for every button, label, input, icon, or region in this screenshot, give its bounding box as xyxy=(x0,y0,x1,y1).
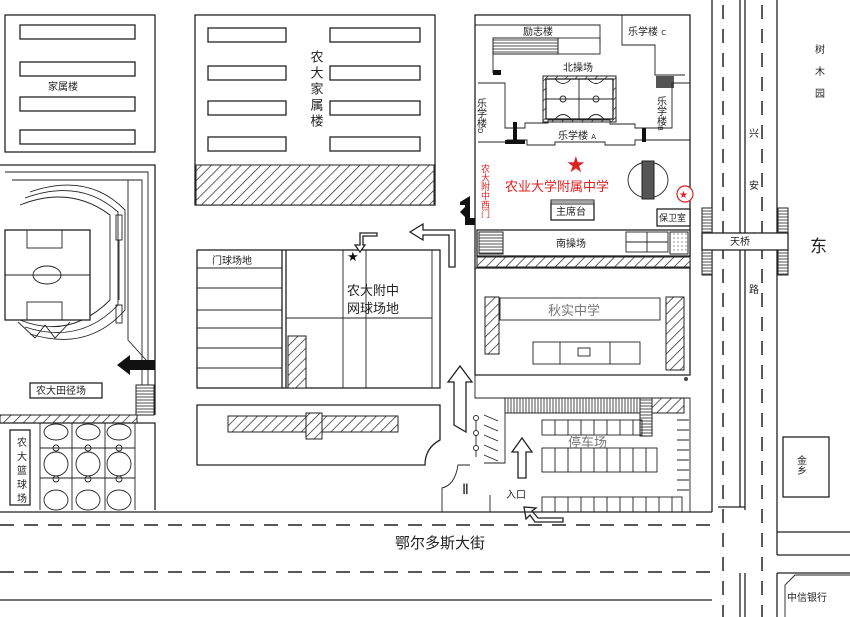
lexue-c-label: 乐学楼 C xyxy=(628,25,666,38)
arrow-left-outline-icon xyxy=(408,222,456,268)
overpass xyxy=(701,232,789,251)
qiushi-school-label: 秋实中学 xyxy=(548,303,600,319)
north-field-label: 北操场 xyxy=(563,61,593,74)
school-name: 农业大学附属中学 xyxy=(505,179,609,195)
tennis-gateball-block: 门球场地 农大附中 网球场地 ★ xyxy=(196,232,441,389)
rostrum-label: 主席台 xyxy=(556,205,586,218)
jinxiang-label: 金乡 xyxy=(795,454,807,475)
nongda-family-building-label: 农大家属楼 xyxy=(308,50,324,130)
arrow-entrance-icon xyxy=(523,506,564,523)
arrow-down-icon xyxy=(353,232,378,254)
jinxiang-building xyxy=(782,436,830,498)
parking-lot: 停车场 入口 Ⅱ xyxy=(441,375,691,523)
school-star-icon: ★ xyxy=(566,153,586,178)
gate-icon: Ⅱ xyxy=(462,482,469,498)
overpass-label: 天桥 xyxy=(730,236,750,248)
east-label: 东 xyxy=(810,237,827,257)
guard-room-label: 保卫室 xyxy=(659,212,686,224)
entrance-label: 入口 xyxy=(506,490,526,501)
guard-badge-icon xyxy=(676,185,694,203)
gateball-court-label: 门球场地 xyxy=(212,254,252,267)
star-icon: ★ xyxy=(347,250,359,265)
lizhi-building-label: 励志楼 xyxy=(523,25,553,38)
basketball-courts: 农大篮球场 xyxy=(0,414,156,511)
track-field: 农大田径场 xyxy=(0,164,156,416)
nongda-family-building-block: 农大家属楼 xyxy=(194,14,436,206)
family-building-block: 家属楼 xyxy=(4,14,156,153)
xingan-road-label: 兴安南路 xyxy=(747,128,759,336)
north-field-courts xyxy=(542,75,617,123)
south-field-label: 南操场 xyxy=(556,237,586,250)
arrow-left-icon xyxy=(117,355,155,375)
ordos-street: 鄂尔多斯大街 xyxy=(0,511,712,601)
parking-label: 停车场 xyxy=(568,435,607,451)
lower-block xyxy=(196,404,441,466)
basketball-label: 农大篮球场 xyxy=(15,436,27,507)
xingan-road: 兴安南路 天桥 xyxy=(701,0,850,617)
arboretum-label: 树木园 xyxy=(813,43,825,110)
track-field-label: 农大田径场 xyxy=(36,384,86,397)
ordos-street-label: 鄂尔多斯大街 xyxy=(395,534,485,552)
west-gate-label: 农大附中西门 xyxy=(479,163,490,219)
qiushi-school: 秋实中学 xyxy=(474,268,691,381)
citic-bank-label: 中信银行 xyxy=(787,591,827,604)
arrow-up-icon xyxy=(446,364,474,434)
tennis-label-line2: 网球场地 xyxy=(347,302,399,317)
svg-text:★: ★ xyxy=(679,190,688,201)
arrow-up-parking-icon xyxy=(510,436,534,479)
tennis-label-line1: 农大附中 xyxy=(347,284,399,299)
family-building-label: 家属楼 xyxy=(48,80,78,93)
arrow-right-icon xyxy=(460,202,470,222)
lexue-a-label: 乐学楼 A xyxy=(558,129,596,142)
